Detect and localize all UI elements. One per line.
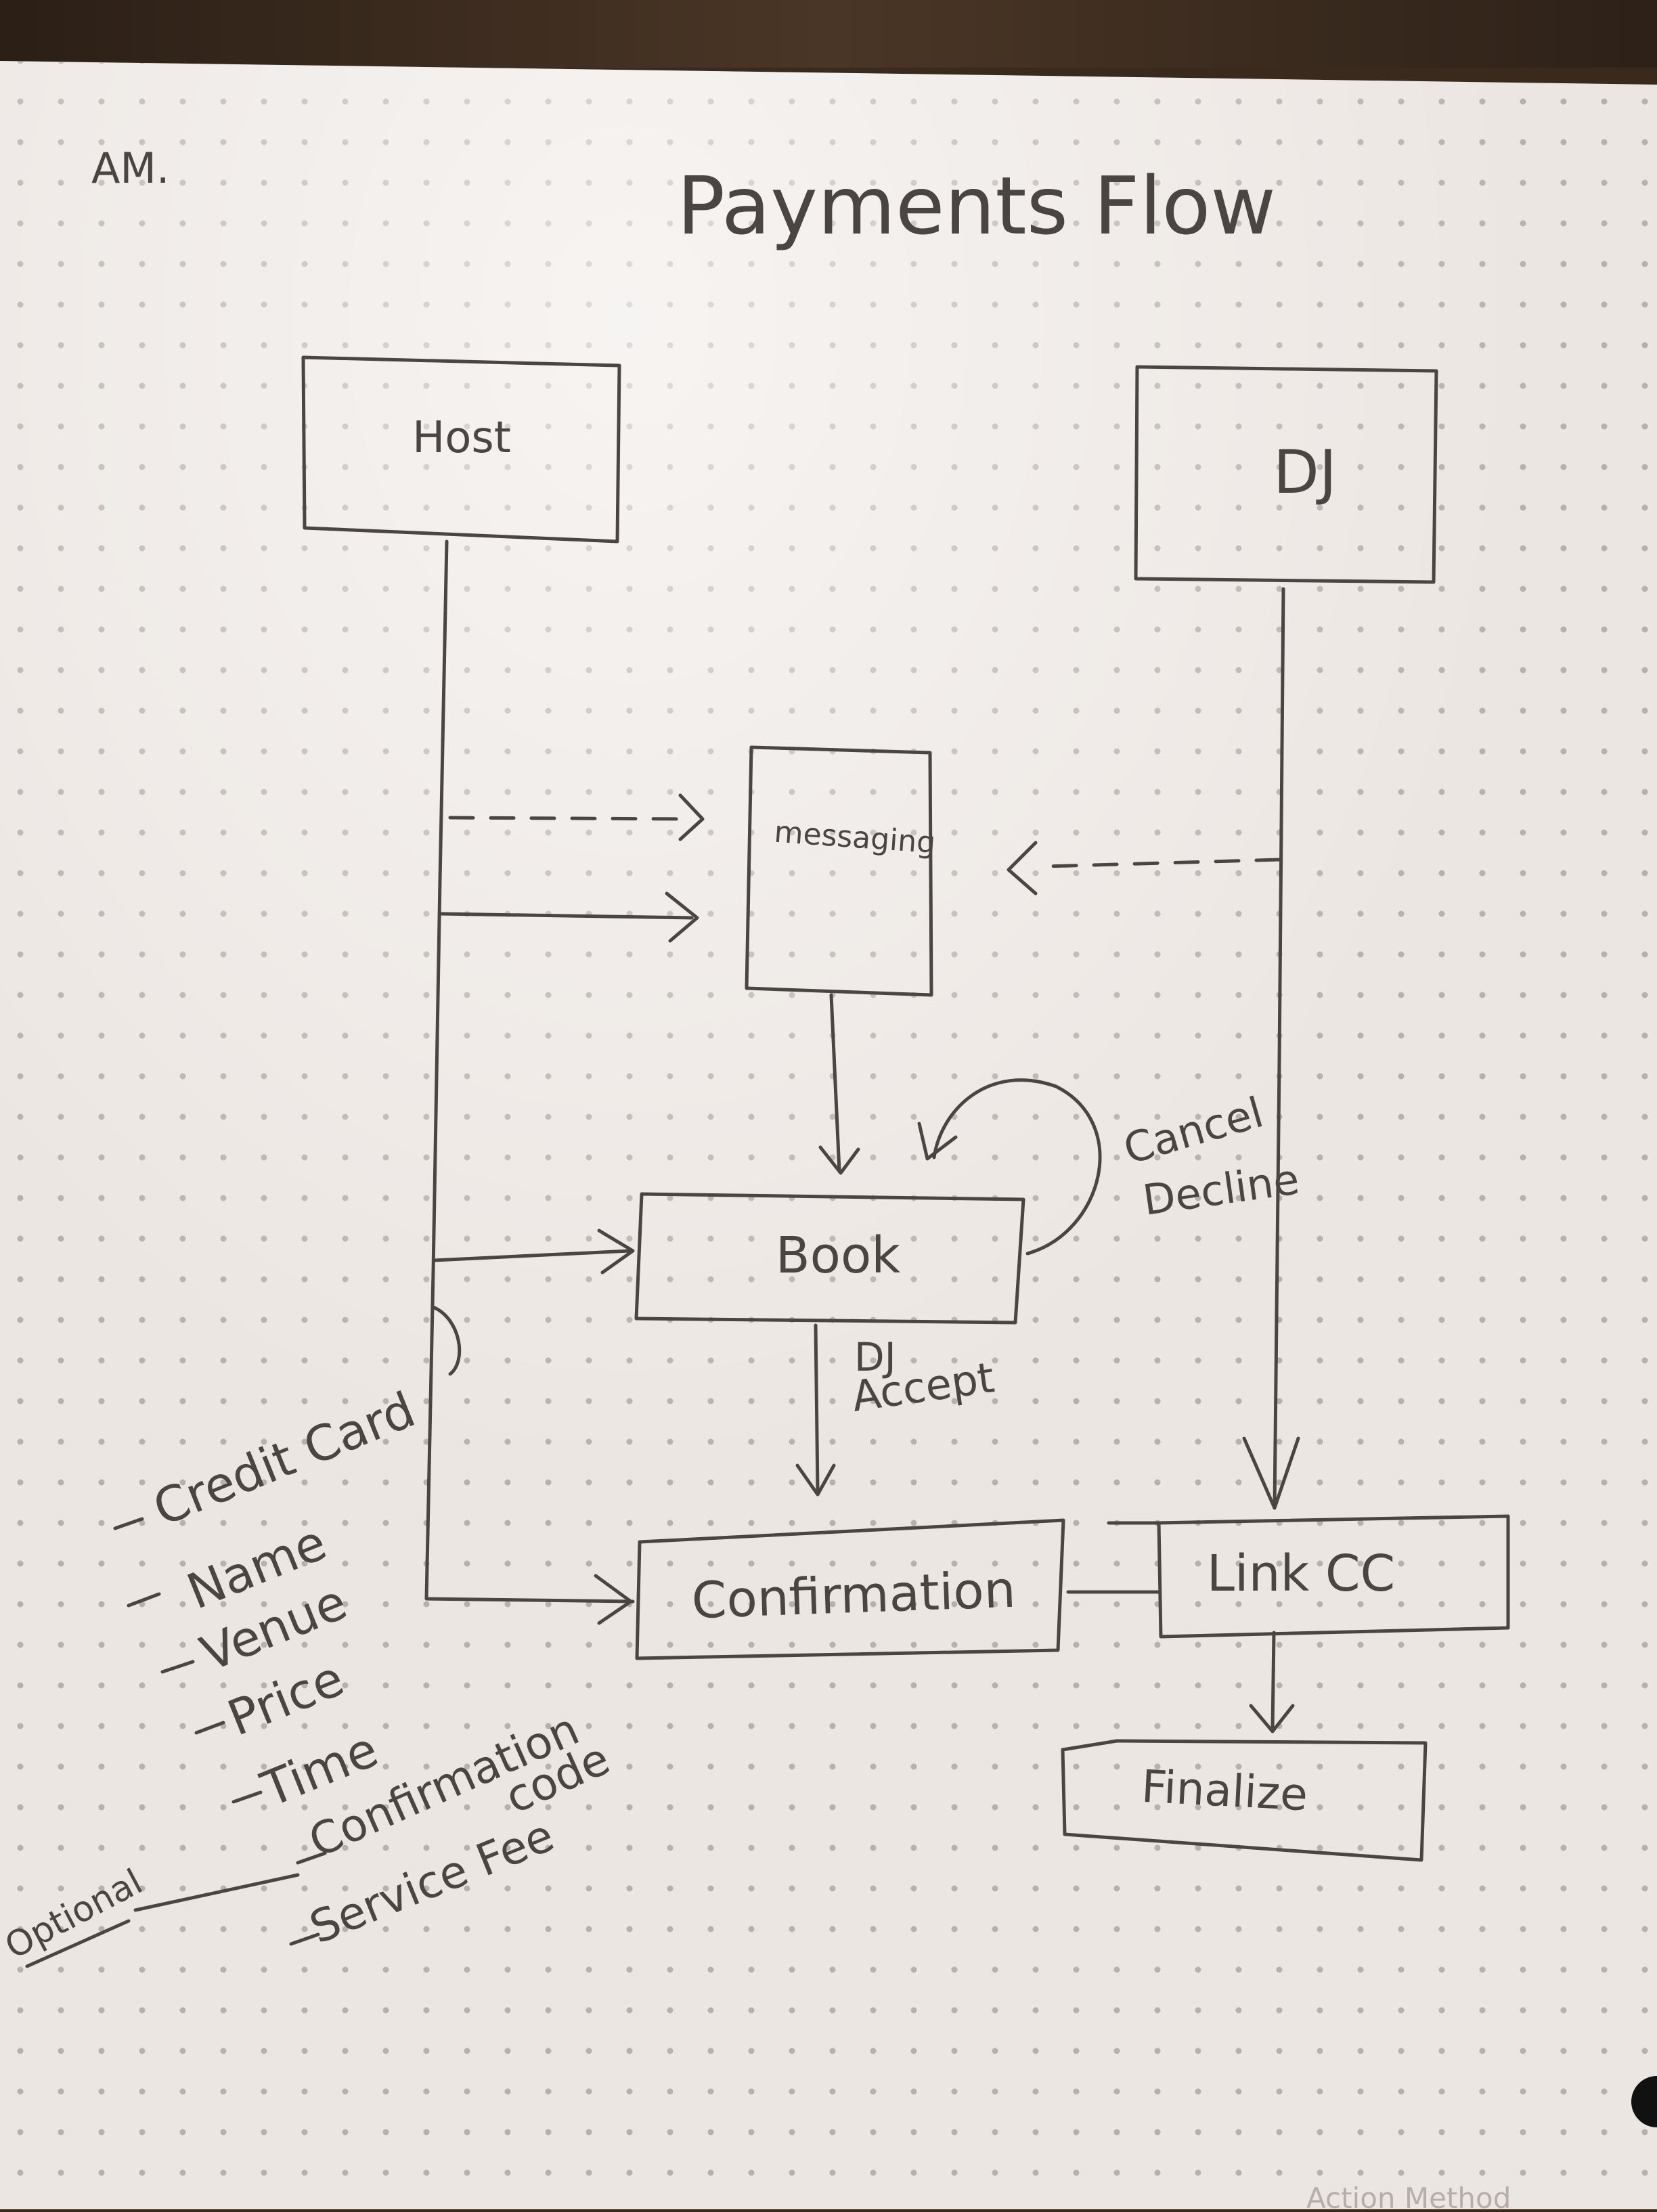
optional-connector <box>133 1873 300 1912</box>
host-to-confirmation-arrowhead <box>594 1574 633 1625</box>
paper-sheet <box>0 61 1657 2209</box>
dj-accept-dj-label: DJ <box>854 1334 896 1380</box>
cancel-loop-arrowhead <box>917 1122 958 1161</box>
link-cc-label: Link CC <box>1207 1545 1395 1603</box>
messaging-to-book-arrowhead <box>818 1145 860 1175</box>
host-dashed-arrow <box>448 816 686 821</box>
table-surface <box>0 0 1657 68</box>
link-cc-to-finalize-arrowhead <box>1249 1704 1295 1733</box>
diagram-title: Payments Flow <box>677 159 1276 252</box>
book-to-confirmation-arrow <box>814 1323 820 1495</box>
host-dashed-arrowhead <box>678 793 705 841</box>
host-solid-arrow <box>438 912 694 920</box>
binder-hole <box>1631 2076 1657 2127</box>
dj-label: DJ <box>1273 437 1337 507</box>
action-method-watermark: Action Method <box>1306 2182 1511 2209</box>
finalize-label: Finalize <box>1140 1761 1308 1821</box>
book-to-confirmation-arrowhead <box>795 1463 836 1497</box>
host-lifeline <box>424 539 635 1603</box>
dj-box <box>1134 365 1438 584</box>
link-cc-to-finalize-arrow <box>1271 1631 1276 1731</box>
host-to-book-arrow <box>433 1249 632 1262</box>
link-cc-box <box>1107 1514 1510 1639</box>
book-label: Book <box>776 1226 900 1285</box>
confirmation-box <box>635 1518 1065 1660</box>
messaging-to-book-arrow <box>829 993 841 1173</box>
confirmation-label: Confirmation <box>690 1561 1016 1631</box>
book-box <box>634 1192 1025 1325</box>
messaging-box <box>745 745 933 997</box>
finalize-box <box>1061 1739 1428 1862</box>
author-initials: AM. <box>91 143 170 193</box>
field-list-dashes <box>113 1517 327 1946</box>
dj-dashed-arrow <box>1044 858 1281 868</box>
host-label: Host <box>412 413 511 463</box>
host-solid-arrowhead <box>665 891 699 943</box>
dj-lifeline <box>1273 587 1285 1508</box>
dj-arrowhead <box>1242 1436 1300 1510</box>
optional-underline <box>25 1919 131 1968</box>
credit-card-hook <box>433 1306 462 1376</box>
host-box <box>301 355 621 544</box>
cancel-loop-arrow <box>932 1078 1102 1256</box>
dj-dashed-arrowhead <box>1007 841 1038 895</box>
host-to-book-arrowhead <box>597 1229 635 1275</box>
